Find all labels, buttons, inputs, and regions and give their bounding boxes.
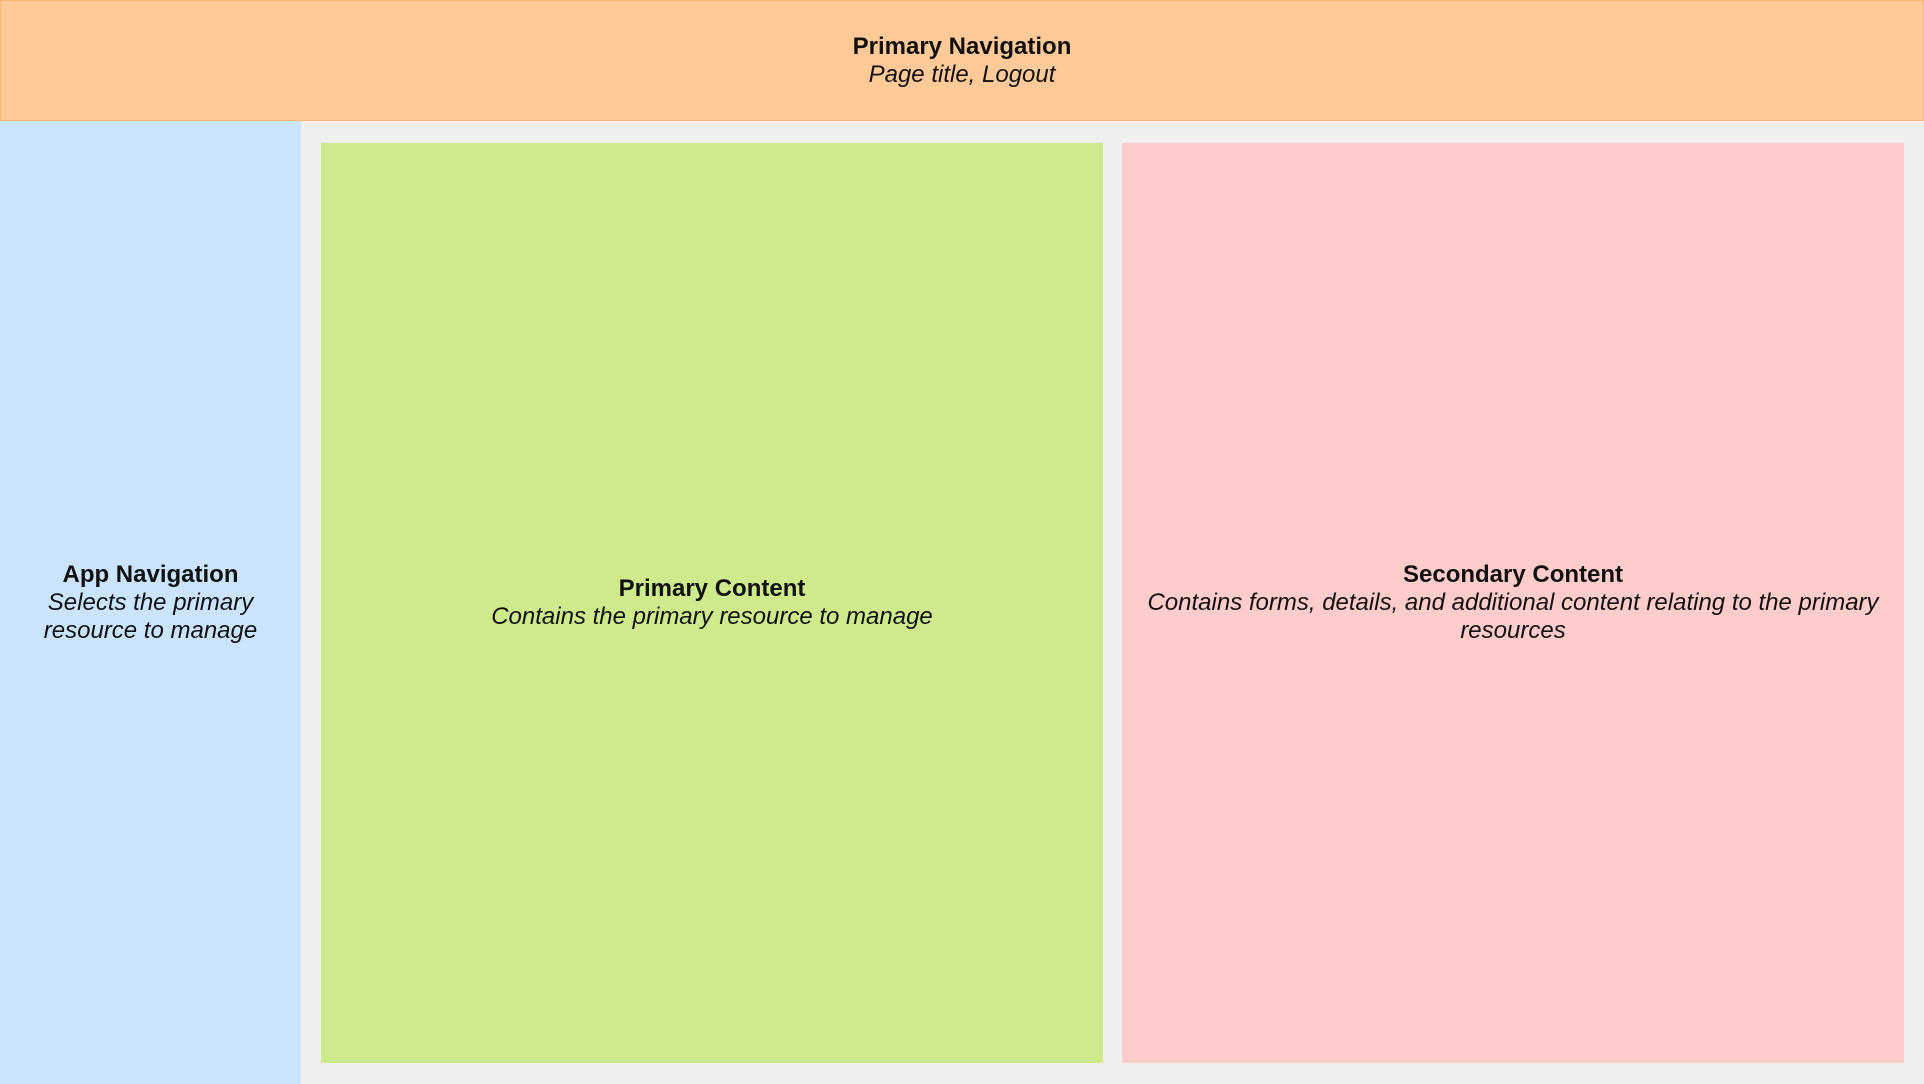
primary-content-title: Primary Content [618, 575, 806, 602]
app-navigation-description: Selects the primary resource to manage [43, 588, 258, 644]
secondary-content-region: Secondary Content Contains forms, detail… [1122, 143, 1904, 1063]
primary-navigation-region: Primary Navigation Page title, Logout [0, 0, 1924, 121]
primary-navigation-description: Page title, Logout [868, 60, 1056, 88]
secondary-content-description: Contains forms, details, and additional … [1147, 589, 1879, 644]
app-navigation-region: App Navigation Selects the primary resou… [0, 121, 301, 1084]
primary-navigation-title: Primary Navigation [852, 32, 1072, 60]
secondary-content-title: Secondary Content [1402, 561, 1624, 588]
primary-content-description: Contains the primary resource to manage [491, 603, 933, 630]
app-navigation-title: App Navigation [62, 560, 239, 588]
primary-content-region: Primary Content Contains the primary res… [321, 143, 1103, 1063]
